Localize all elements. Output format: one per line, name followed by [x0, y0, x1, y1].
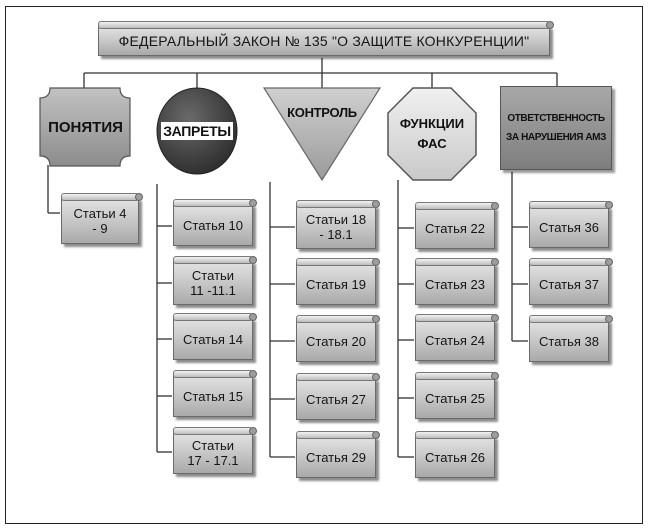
article-label: Статья 29: [306, 449, 366, 465]
article-scroll: Статья 14: [173, 313, 257, 360]
article-label: Статья 20: [306, 333, 366, 349]
category-concepts: ПОНЯТИЯ: [38, 86, 133, 168]
category-fas-functions-label-2: ФАС: [417, 136, 447, 151]
article-scroll: Статьи 17 - 17.1: [173, 427, 257, 474]
article-scroll: Статья 29: [296, 431, 380, 478]
article-scroll: Статьи 18 - 18.1: [296, 200, 380, 249]
article-scroll: Статья 26: [415, 431, 499, 478]
article-label: Статья 14: [183, 331, 243, 347]
article-scroll: Статья 36: [529, 201, 613, 248]
category-prohibitions-label: ЗАПРЕТЫ: [161, 122, 233, 140]
article-label: Статья 26: [425, 449, 485, 465]
article-scroll: Статья 15: [173, 370, 257, 417]
article-label: Статья 38: [539, 333, 599, 349]
article-label: Статья 23: [425, 276, 485, 292]
article-label: Статья 19: [306, 276, 366, 292]
category-prohibitions: ЗАПРЕТЫ: [155, 86, 239, 176]
article-label: Статья 24: [425, 332, 485, 348]
article-scroll: Статья 24: [415, 314, 499, 361]
fas-functions-shape: [387, 87, 477, 181]
article-label: Статья 25: [425, 390, 485, 406]
article-label: Статья 15: [183, 388, 243, 404]
category-concepts-label: ПОНЯТИЯ: [48, 118, 123, 136]
article-label: Статья 27: [306, 391, 366, 407]
article-scroll: Статья 38: [529, 315, 613, 362]
concepts-shape: [39, 87, 131, 167]
article-label: Статьи 4 - 9: [73, 206, 127, 236]
article-label: Статьи 17 - 17.1: [187, 438, 239, 468]
article-scroll: Статьи 4 - 9: [61, 193, 143, 244]
article-label: Статьи 18 - 18.1: [305, 212, 367, 242]
article-scroll: Статья 10: [173, 199, 257, 246]
category-control: КОНТРОЛЬ: [262, 92, 382, 132]
category-control-label: КОНТРОЛЬ: [287, 104, 357, 120]
article-scroll: Статья 19: [296, 258, 380, 305]
article-scroll: Статьи 11 -11.1: [173, 256, 257, 305]
article-scroll: Статья 23: [415, 258, 499, 305]
category-liability: ОТВЕТСТВЕННОСТЬ ЗА НАРУШЕНИЯ АМЗ: [500, 86, 612, 170]
category-liability-label-2: ЗА НАРУШЕНИЯ АМЗ: [506, 132, 606, 143]
article-scroll: Статья 25: [415, 372, 499, 419]
category-fas-functions: ФУНКЦИИ ФАС: [386, 86, 478, 182]
category-liability-label-1: ОТВЕТСТВЕННОСТЬ: [507, 113, 605, 124]
article-scroll: Статья 22: [415, 202, 499, 249]
article-scroll: Статья 37: [529, 258, 613, 305]
article-label: Статья 37: [539, 276, 599, 292]
category-fas-functions-label-1: ФУНКЦИИ: [399, 116, 465, 131]
article-label: Статья 22: [425, 220, 485, 236]
article-scroll: Статья 27: [296, 373, 380, 420]
article-label: Статьи 11 -11.1: [190, 268, 236, 298]
law-title-banner: ФЕДЕРАЛЬНЫЙ ЗАКОН № 135 "О ЗАЩИТЕ КОНКУР…: [98, 21, 554, 56]
article-label: Статья 10: [183, 217, 243, 233]
article-scroll: Статья 20: [296, 315, 380, 362]
article-label: Статья 36: [539, 219, 599, 235]
control-shape: [262, 87, 382, 182]
law-title: ФЕДЕРАЛЬНЫЙ ЗАКОН № 135 "О ЗАЩИТЕ КОНКУР…: [118, 32, 530, 49]
